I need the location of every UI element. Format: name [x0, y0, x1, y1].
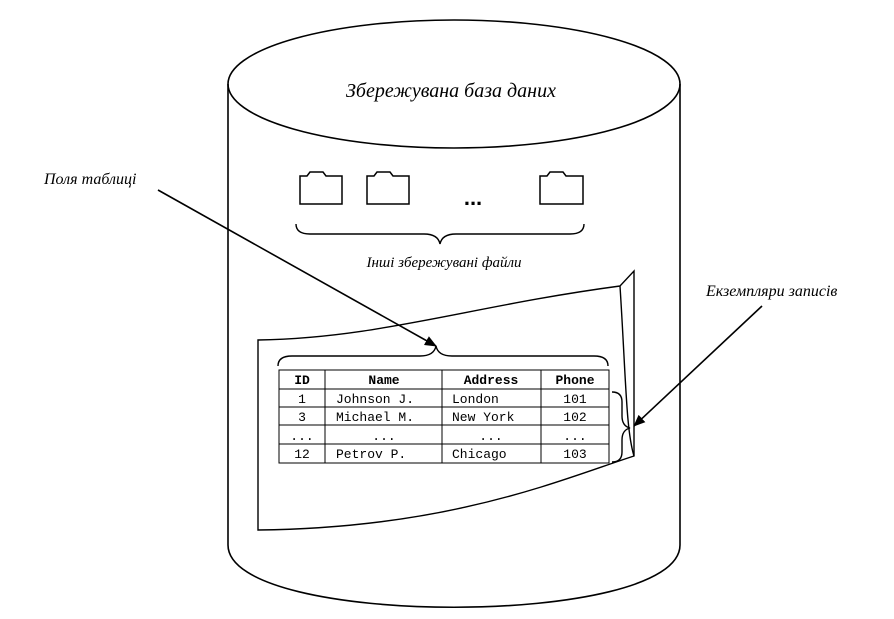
record-instances-label: Екземпляри записів: [705, 283, 837, 300]
folders-ellipsis: ...: [464, 185, 482, 210]
table-border: [278, 369, 610, 464]
table-cell: Johnson J.: [336, 392, 414, 407]
other-files-caption: Інші збережувані файли: [365, 255, 521, 271]
table-cell: 103: [563, 447, 586, 462]
records-table: [278, 369, 610, 464]
table-row: 1 Johnson J. London 101: [298, 392, 587, 407]
folder-icon: [299, 171, 343, 205]
folder-icons: [299, 171, 584, 205]
table-row: ... ... ... ...: [290, 429, 586, 444]
table-cell: Michael M.: [336, 410, 414, 425]
table-header-cell: Address: [464, 373, 519, 388]
table-row: 3 Michael M. New York 102: [298, 410, 587, 425]
table-cell: Petrov P.: [336, 447, 406, 462]
arrow-icon: [633, 305, 763, 427]
table-cell: London: [452, 392, 499, 407]
other-files-brace: [295, 223, 585, 245]
table-cell: 1: [298, 392, 306, 407]
table-sheet-curl: [619, 285, 635, 457]
table-cell: ...: [290, 429, 313, 444]
table-cell: 101: [563, 392, 587, 407]
table-cell: 12: [294, 447, 310, 462]
table-cell: ...: [479, 429, 502, 444]
cylinder-top: [227, 19, 681, 149]
table-cell: 3: [298, 410, 306, 425]
table-cell: 102: [563, 410, 586, 425]
database-title: Збережувана база даних: [346, 80, 556, 102]
table-row: 12 Petrov P. Chicago 103: [294, 447, 587, 462]
cylinder-bottom: [227, 544, 681, 608]
table-sheet: [257, 269, 635, 531]
table-cell: New York: [452, 410, 515, 425]
folder-icon: [366, 171, 410, 205]
folder-icon: [539, 171, 584, 205]
record-instances-brace: [611, 391, 631, 463]
table-header-cell: Name: [368, 373, 399, 388]
table-cell: ...: [372, 429, 395, 444]
database-cylinder: [227, 19, 681, 608]
table-cell: ...: [563, 429, 586, 444]
arrow-icon: [157, 189, 437, 347]
table-fields-label: Поля таблиці: [43, 171, 136, 188]
table-cell: Chicago: [452, 447, 507, 462]
table-header-cell: ID: [294, 373, 310, 388]
table-header-cell: Phone: [555, 373, 594, 388]
